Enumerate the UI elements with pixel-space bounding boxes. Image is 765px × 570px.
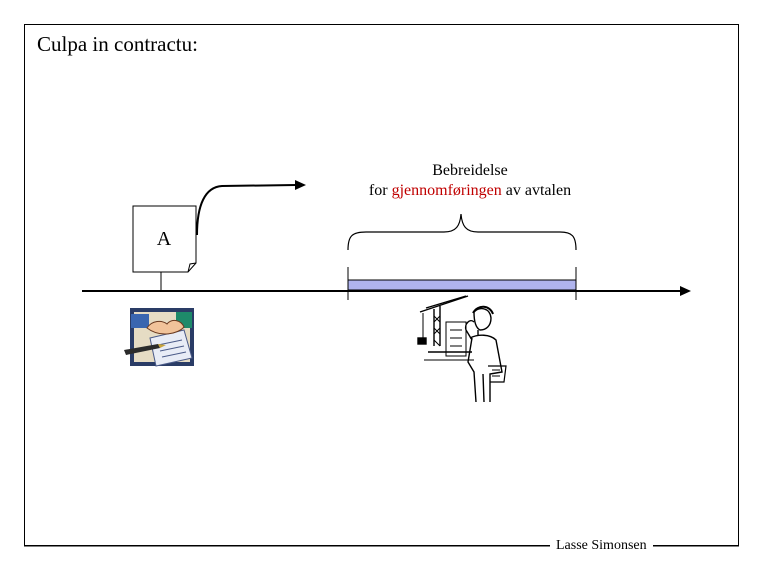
period-bar [347,279,577,291]
bracket-label-line2: for gjennomføringen av avtalen [340,181,600,201]
curly-brace [347,213,577,251]
construction-worker-icon [417,295,507,403]
curved-arrow [196,180,306,236]
bracket-label-prefix: for [368,182,392,199]
bracket-label: Bebreidelse for gjennomføringen av avtal… [340,161,600,201]
bracket-label-line1: Bebreidelse [432,162,508,179]
footer-author: Lasse Simonsen [550,537,653,555]
slide-title: Culpa in contractu: [37,32,198,56]
bracket-label-highlight: gjennomføringen [391,182,502,199]
document-icon [132,205,197,291]
timeline-arrow [82,286,691,296]
bracket-label-suffix: av avtalen [501,182,572,199]
document-label: A [157,228,172,250]
handshake-contract-icon [124,308,194,367]
